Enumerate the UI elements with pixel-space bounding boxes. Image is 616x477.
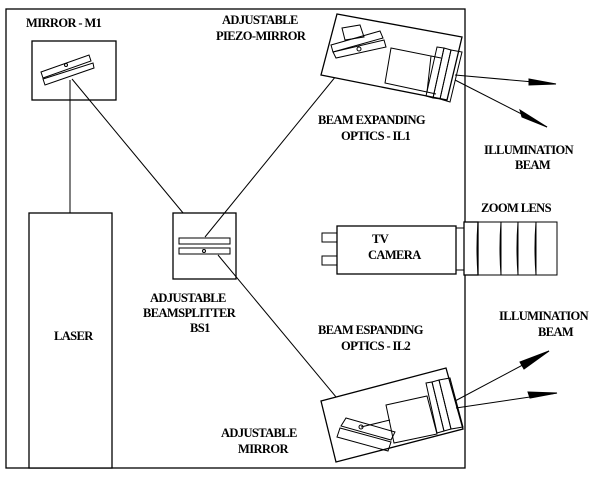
label-illum1-line1: ILLUMINATION xyxy=(484,143,574,157)
label-piezo-line1: ADJUSTABLE xyxy=(222,13,298,27)
label-bs1-line1: ADJUSTABLE xyxy=(150,291,226,305)
zoom-lens xyxy=(463,221,558,276)
label-adj-mirror-line2: MIRROR xyxy=(238,442,289,456)
label-bs1-line3: BS1 xyxy=(190,321,210,335)
label-il1-line1: BEAM EXPANDING xyxy=(318,113,426,127)
beamsplitter-bs1 xyxy=(172,212,237,280)
label-zoom-lens: ZOOM LENS xyxy=(481,201,552,215)
illumination-beam-2 xyxy=(454,350,558,409)
label-il1-line2: OPTICS - IL1 xyxy=(341,129,411,143)
label-mirror-m1: MIRROR - M1 xyxy=(26,16,102,30)
label-il2-line2: OPTICS - IL2 xyxy=(341,339,411,353)
illumination-beam-1 xyxy=(454,74,557,128)
label-illum1-line2: BEAM xyxy=(515,158,551,172)
label-bs1-line2: BEAMSPLITTER xyxy=(143,306,237,320)
mirror-m1 xyxy=(31,40,117,101)
label-illum2-line2: BEAM xyxy=(538,325,574,339)
laser xyxy=(28,212,113,469)
label-il2-line1: BEAM ESPANDING xyxy=(318,323,424,337)
label-camera-line2: CAMERA xyxy=(368,248,421,262)
beam-m1-to-bs1 xyxy=(71,78,204,238)
piezo-mirror-il1-assembly xyxy=(320,13,463,103)
beam-bs1-to-piezo xyxy=(204,48,359,238)
adj-mirror-il2-assembly xyxy=(320,367,464,463)
label-laser: LASER xyxy=(54,329,94,343)
label-adj-mirror-line1: ADJUSTABLE xyxy=(221,426,297,440)
label-illum2-line1: ILLUMINATION xyxy=(499,309,589,323)
label-piezo-line2: PIEZO-MIRROR xyxy=(216,29,307,43)
label-camera-line1: TV xyxy=(372,232,389,246)
